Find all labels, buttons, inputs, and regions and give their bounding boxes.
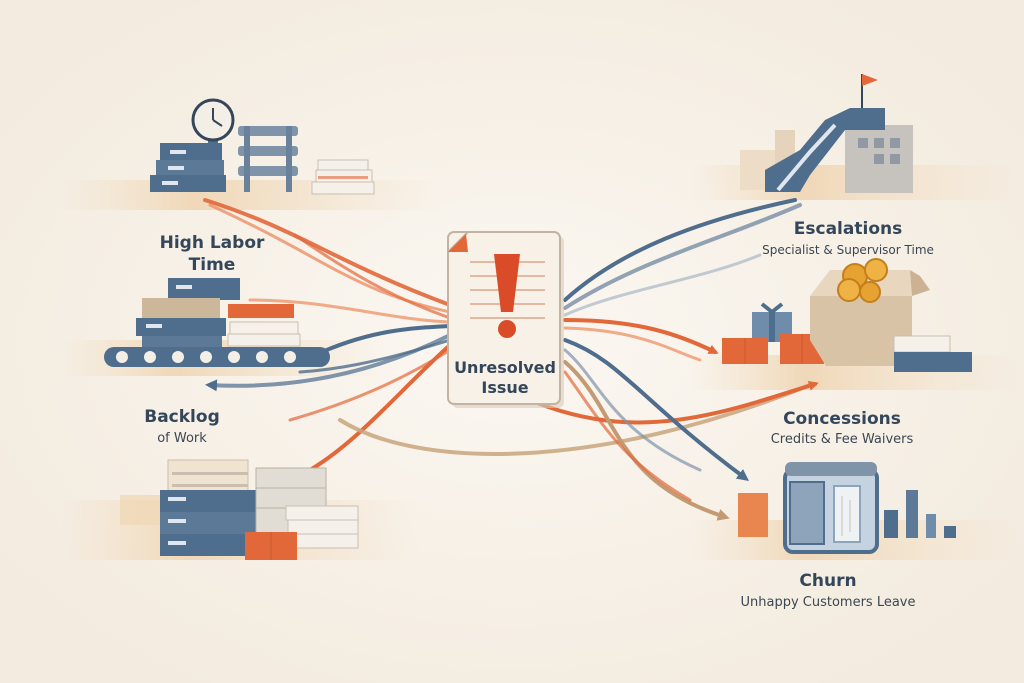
flow-arrow bbox=[563, 203, 802, 310]
flow-arrow bbox=[563, 348, 702, 472]
flow-arrow bbox=[288, 348, 452, 422]
churn-illustration bbox=[738, 462, 956, 554]
flow-arrow bbox=[298, 338, 452, 374]
backlog-illustration bbox=[120, 459, 359, 560]
backlog-subtitle: of Work bbox=[157, 431, 207, 446]
center-card bbox=[447, 231, 564, 408]
flow-arrow bbox=[563, 370, 692, 502]
high-labor-title-line1: High Labor bbox=[160, 233, 265, 253]
concessions-title: Concessions bbox=[783, 409, 901, 429]
flow-arrow bbox=[563, 326, 702, 362]
flow-arrow bbox=[293, 233, 452, 320]
flow-arrow bbox=[563, 338, 750, 481]
conveyor-illustration bbox=[104, 278, 330, 367]
center-title-line1: Unresolved bbox=[454, 358, 556, 377]
coin-icon bbox=[864, 258, 888, 282]
flow-arrow bbox=[563, 253, 762, 317]
clock-icon bbox=[191, 98, 235, 145]
escalations-illustration bbox=[740, 74, 913, 193]
flow-arrow bbox=[203, 198, 452, 307]
flow-arrows bbox=[203, 198, 819, 521]
center-title-line2: Issue bbox=[481, 378, 528, 397]
escalations-subtitle: Specialist & Supervisor Time bbox=[762, 243, 934, 257]
corner-fold bbox=[448, 234, 468, 252]
flag-icon bbox=[862, 74, 878, 86]
concessions-illustration bbox=[722, 258, 972, 372]
flow-arrow bbox=[563, 198, 797, 302]
flow-arrow bbox=[313, 324, 452, 357]
flow-arrow bbox=[563, 360, 730, 521]
flow-arrow bbox=[248, 298, 452, 324]
flow-arrow bbox=[563, 318, 719, 354]
coin-icon bbox=[859, 281, 881, 303]
high-labor-illustration bbox=[150, 98, 375, 195]
paper-stack bbox=[311, 159, 375, 195]
concessions-subtitle: Credits & Fee Waivers bbox=[771, 432, 914, 447]
churn-title: Churn bbox=[799, 571, 856, 591]
high-labor-title-line2: Time bbox=[189, 255, 236, 275]
alert-icon bbox=[494, 254, 520, 338]
backlog-title: Backlog bbox=[144, 407, 220, 427]
churn-subtitle: Unhappy Customers Leave bbox=[740, 595, 915, 610]
shelf-rack bbox=[238, 126, 298, 192]
coin-icon bbox=[837, 278, 861, 302]
escalations-title: Escalations bbox=[794, 219, 902, 239]
flow-arrow bbox=[338, 383, 812, 456]
